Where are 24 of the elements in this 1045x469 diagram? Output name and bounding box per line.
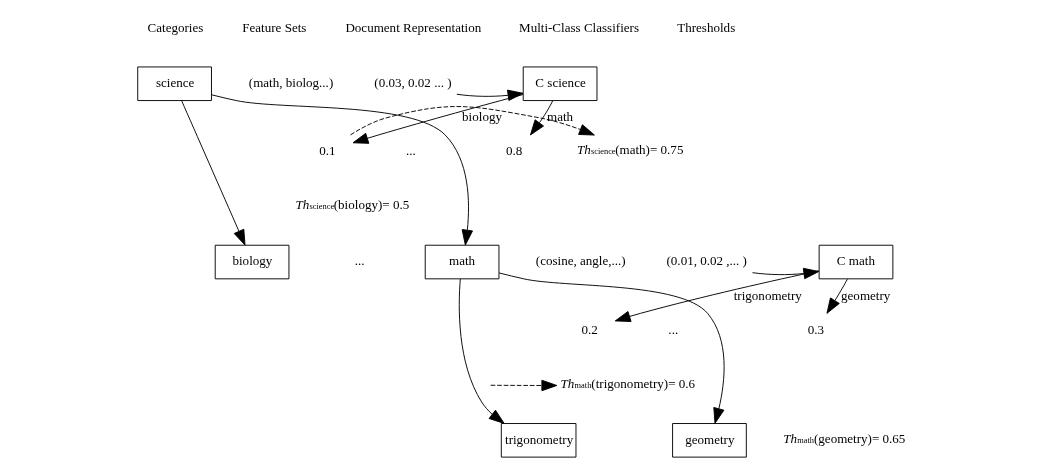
edge-label: biology: [461, 109, 502, 125]
label: ...: [667, 321, 678, 337]
node-text: 0.3: [807, 321, 824, 337]
node-text: Thscience(math)= 0.75: [576, 142, 683, 158]
node-text: 0.1: [318, 143, 336, 159]
label: Thscience(biology)= 0.5: [294, 197, 409, 213]
label: ...: [405, 143, 416, 159]
label: Thresholds: [676, 20, 735, 36]
label: Multi-Class Classifiers: [518, 20, 639, 36]
edge-label: math: [546, 109, 573, 125]
label: Document Representation: [344, 20, 481, 36]
edge-label: trigonometry: [733, 287, 802, 303]
edge-label: geometry: [840, 287, 890, 303]
label: Feature Sets: [241, 20, 306, 36]
label: Categories: [147, 20, 203, 36]
node-text: 0.2: [581, 321, 598, 337]
label: ...: [354, 253, 365, 269]
node-text: (0.03, 0.02 ... ): [373, 75, 452, 91]
node-text: (0.01, 0.02 ,... ): [666, 253, 747, 269]
node-text: Thmath(trigonometry)= 0.6: [560, 375, 695, 391]
label: (math, biolog...): [248, 75, 333, 91]
node-text: 0.8: [505, 143, 522, 159]
label: Thmath(geometry)= 0.65: [782, 430, 905, 446]
label: (cosine, angle,...): [535, 253, 626, 269]
